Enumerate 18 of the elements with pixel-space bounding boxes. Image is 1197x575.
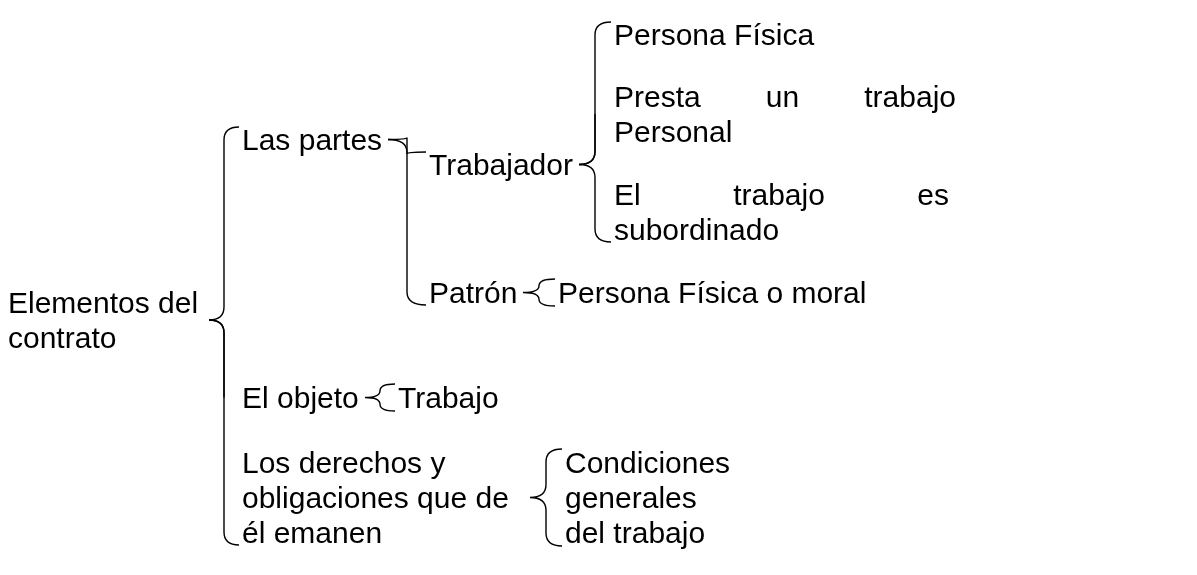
item-text: Patrón bbox=[429, 275, 518, 310]
item-text: El objeto bbox=[242, 380, 359, 415]
curly-brace bbox=[522, 278, 556, 307]
curly-brace bbox=[387, 138, 427, 306]
item-text: Trabajo bbox=[398, 380, 499, 415]
item-text: Presta un trabajo Personal bbox=[614, 79, 956, 149]
item-text: Elementos del contrato bbox=[8, 285, 203, 355]
curly-brace bbox=[364, 383, 396, 412]
item-text: Persona Física o moral bbox=[558, 275, 867, 310]
item-text: Trabajador bbox=[429, 147, 573, 182]
curly-brace bbox=[208, 319, 240, 546]
item-text: Persona Física bbox=[614, 17, 815, 52]
item-text: Los derechos y obligaciones que de él emanen bbox=[242, 445, 524, 550]
item-text: Condiciones generales del trabajo bbox=[565, 445, 740, 550]
curly-brace bbox=[578, 163, 612, 243]
curly-brace bbox=[529, 448, 563, 547]
item-text: Las partes bbox=[242, 122, 383, 157]
item-text: El trabajo es subordinado bbox=[614, 177, 949, 247]
